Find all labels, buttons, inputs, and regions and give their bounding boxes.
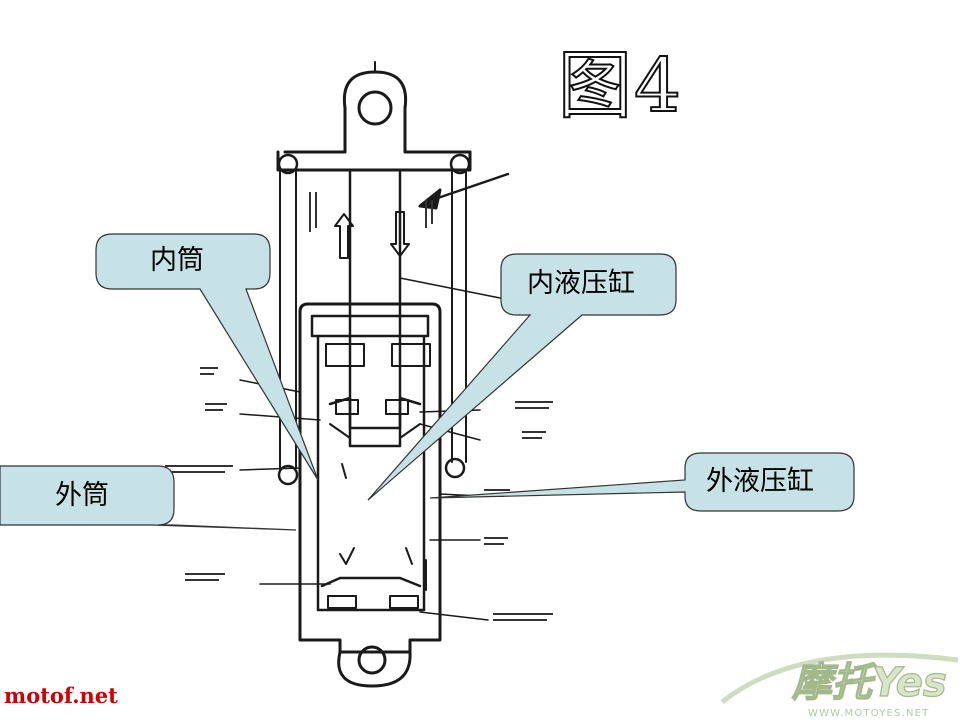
spring-coil-top-left [277, 153, 299, 175]
callout-outer-tube [0, 465, 297, 531]
spring-coil-bottom-left [277, 464, 299, 486]
seal-block [310, 314, 430, 338]
outer-tube-body [298, 302, 442, 654]
bottom-mount-hole [357, 645, 387, 675]
label-inner-tube: 内筒 [150, 245, 204, 276]
callout-inner-cylinder [367, 253, 677, 501]
label-inner-cylinder: 内液压缸 [527, 268, 635, 299]
oil-flow-pointer-line [430, 172, 510, 202]
label-outer-cylinder: 外液压缸 [706, 466, 814, 497]
label-outer-tube: 外筒 [55, 480, 109, 511]
callout-inner-tube [95, 233, 319, 481]
motoyes-logo: 摩托Yes WWW.MOTOYES.NET [720, 652, 959, 719]
watermark-motof: motof.net [4, 683, 118, 708]
bottom-mount-bracket [337, 650, 412, 688]
piston-assembly [328, 396, 422, 448]
base-valve [320, 576, 422, 588]
top-cap [276, 150, 472, 172]
callout-shapes [0, 233, 855, 531]
logo-sub-text: WWW.MOTOYES.NET [808, 708, 930, 719]
top-mount-bracket [283, 70, 472, 154]
oil-flow-pointer-head [418, 188, 442, 210]
flow-arrow-down [390, 211, 410, 257]
figure-title: 图4 [557, 43, 684, 129]
shock-absorber-drawing [239, 61, 510, 688]
logo-main-text: 摩托Yes [791, 660, 947, 706]
inner-cylinder [316, 334, 426, 612]
spring-coil-bottom-right [444, 457, 466, 479]
flow-arrow-up [334, 213, 354, 259]
top-mount-hole [357, 90, 393, 126]
logo-swoosh [720, 652, 959, 704]
spring-coil-top-right [449, 153, 471, 175]
callout-outer-cylinder [429, 452, 855, 512]
piston-rod [348, 168, 402, 430]
